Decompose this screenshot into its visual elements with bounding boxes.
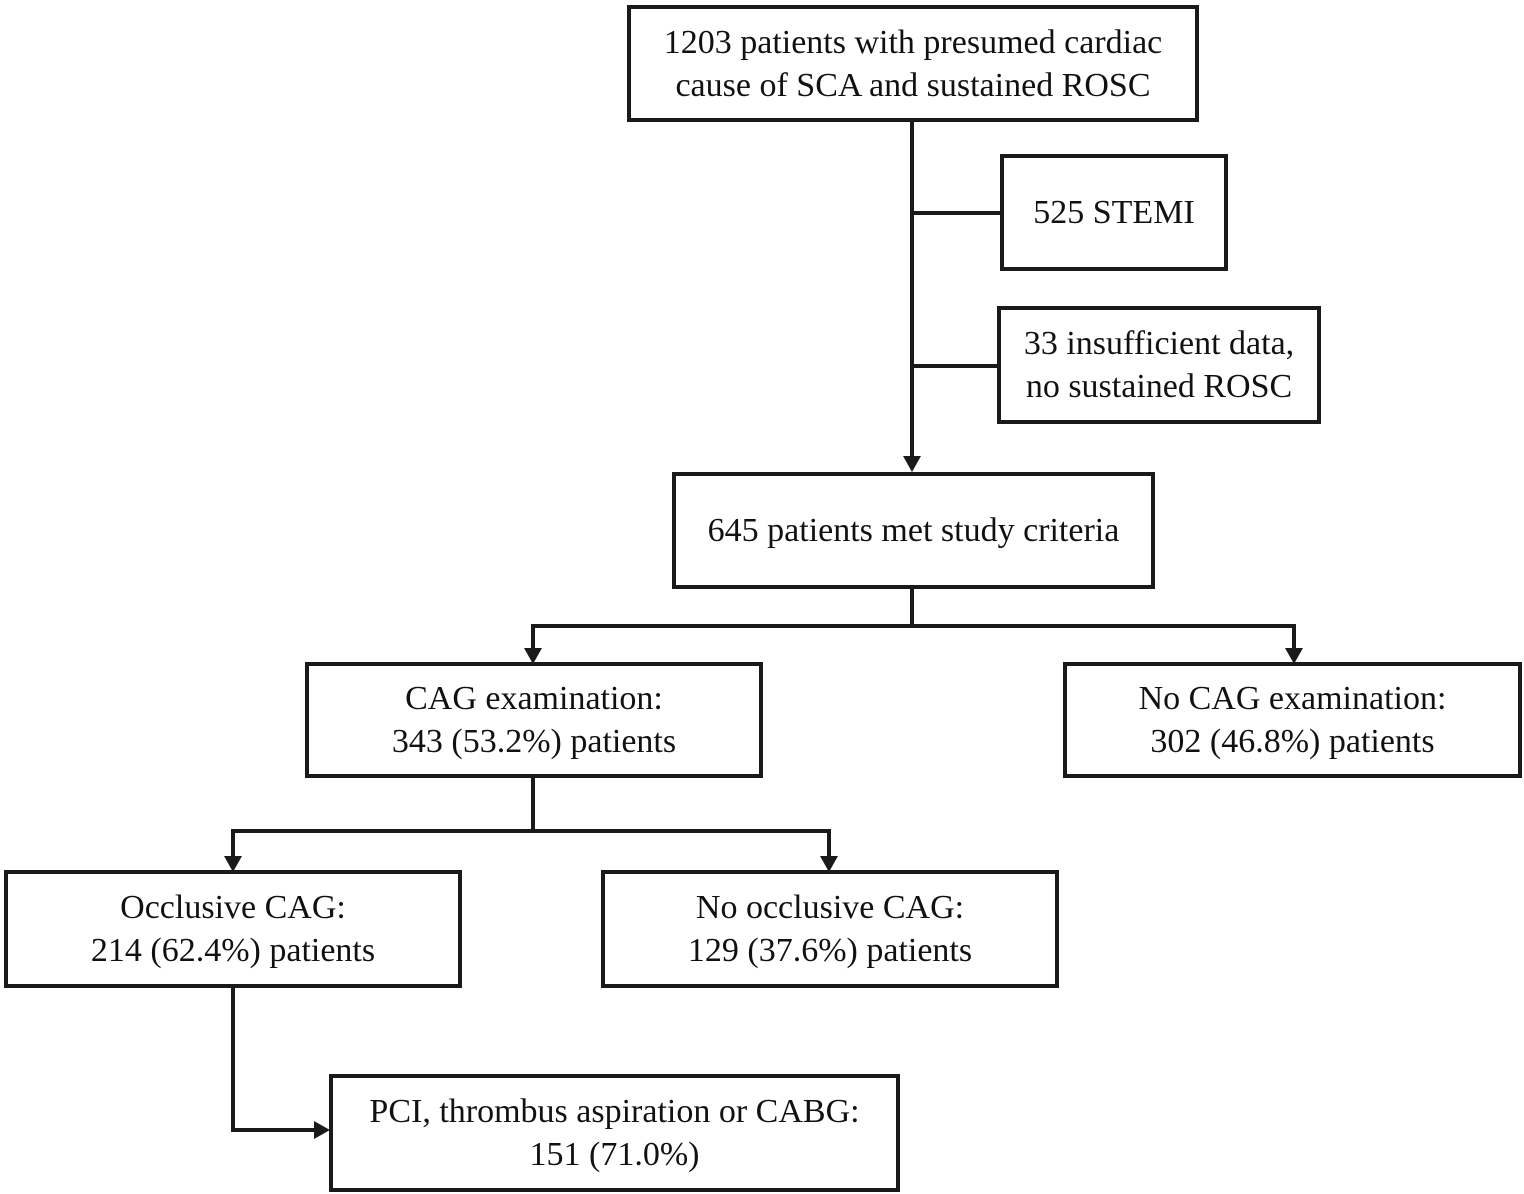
met-criteria-label: 645 patients met study criteria [707,512,1120,549]
arrowhead-met-criteria [903,456,921,472]
occlusive-cag-line2: 214 (62.4%) patients [90,932,376,969]
arrowhead-pci [314,1121,330,1139]
exclusion-insufficient-line2: no sustained ROSC [1025,368,1293,405]
no-cag-examination-box: No CAG examination: 302 (46.8%) patients [1063,662,1522,778]
pci-box: PCI, thrombus aspiration or CABG: 151 (7… [329,1074,900,1192]
no-occlusive-cag-box: No occlusive CAG: 129 (37.6%) patients [601,870,1059,988]
initial-cohort-line1: 1203 patients with presumed cardiac [663,23,1163,61]
occlusive-cag-line1: Occlusive CAG: [120,889,346,926]
cag-examination-line1: CAG examination: [405,680,663,717]
cag-examination-box: CAG examination: 343 (53.2%) patients [305,662,763,778]
exclusion-insufficient-line1: 33 insufficient data, [1023,325,1295,362]
arrowhead-occlusive [224,856,242,872]
exclusion-insufficient-box: 33 insufficient data, no sustained ROSC [997,306,1321,424]
no-occlusive-cag-line1: No occlusive CAG: [695,889,965,926]
pci-line2: 151 (71.0%) [529,1136,700,1173]
no-occlusive-cag-line2: 129 (37.6%) patients [687,932,973,969]
initial-cohort-box: 1203 patients with presumed cardiac caus… [627,5,1199,122]
exclusion-stemi-box: 525 STEMI [1000,154,1228,271]
exclusion-stemi-label: 525 STEMI [1033,194,1195,231]
no-cag-examination-line1: No CAG examination: [1138,680,1447,717]
arrowhead-no-cag [1285,648,1303,664]
arrowhead-cag [524,648,542,664]
initial-cohort-line2: cause of SCA and sustained ROSC [675,66,1151,104]
cag-examination-line2: 343 (53.2%) patients [391,723,677,760]
pci-line1: PCI, thrombus aspiration or CABG: [369,1093,860,1130]
occlusive-cag-box: Occlusive CAG: 214 (62.4%) patients [4,870,462,988]
arrowhead-no-occlusive [820,856,838,872]
met-criteria-box: 645 patients met study criteria [672,472,1155,589]
no-cag-examination-line2: 302 (46.8%) patients [1150,723,1435,760]
